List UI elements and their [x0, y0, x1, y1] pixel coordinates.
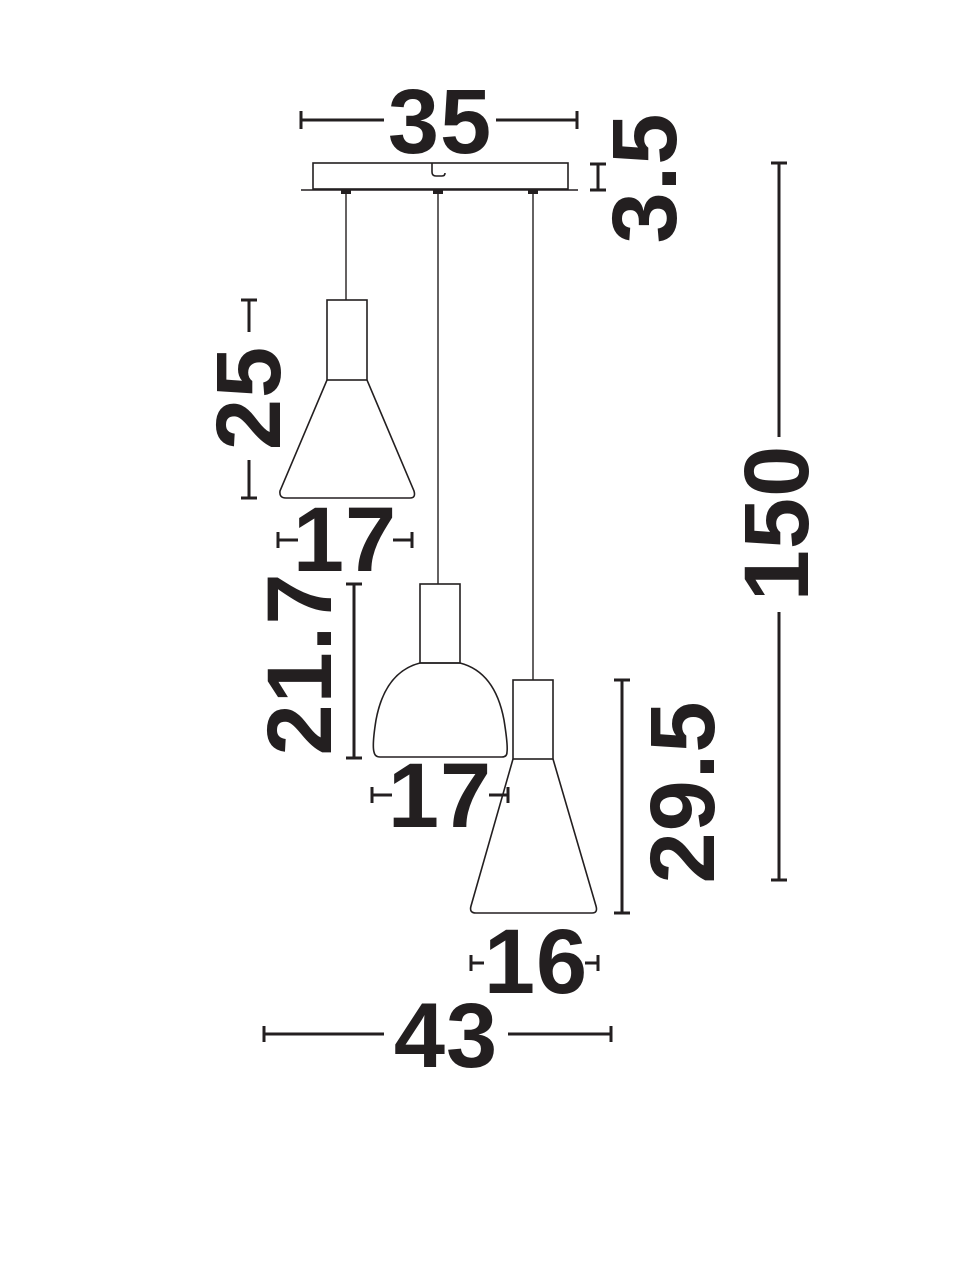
- shade-b-width-label: 17: [388, 745, 492, 847]
- total-width-label: 43: [394, 985, 498, 1087]
- dimension-shade-b-height: 21.7: [249, 572, 362, 760]
- ceiling-canopy: [301, 162, 578, 194]
- dimension-shade-a-width: 17: [276, 489, 414, 591]
- shade-a-height-label: 25: [198, 346, 300, 450]
- canopy-width-label: 35: [388, 71, 492, 173]
- pendant-shade-b: [372, 583, 508, 758]
- dimension-total-height: 150: [726, 161, 828, 882]
- shade-b-height-label: 21.7: [249, 572, 351, 755]
- pendant-shade-c: [469, 679, 598, 914]
- total-height-label: 150: [726, 445, 828, 602]
- shade-c-width-label: 16: [484, 911, 588, 1013]
- dimension-canopy-width: 35: [299, 71, 579, 173]
- pendant-shade-a: [279, 299, 416, 499]
- dimension-total-width: 43: [262, 985, 613, 1087]
- dimension-canopy-height: 3.5: [590, 113, 696, 244]
- suspension-cords: [345, 194, 534, 680]
- dimension-shade-c-width: 16: [469, 911, 600, 1013]
- canopy-height-label: 3.5: [594, 113, 696, 244]
- dimension-shade-b-width: 17: [370, 745, 510, 847]
- dimension-shade-a-height: 25: [198, 298, 300, 500]
- dimension-shade-c-height: 29.5: [614, 678, 734, 915]
- shade-c-height-label: 29.5: [632, 700, 734, 883]
- shade-a-width-label: 17: [293, 489, 397, 591]
